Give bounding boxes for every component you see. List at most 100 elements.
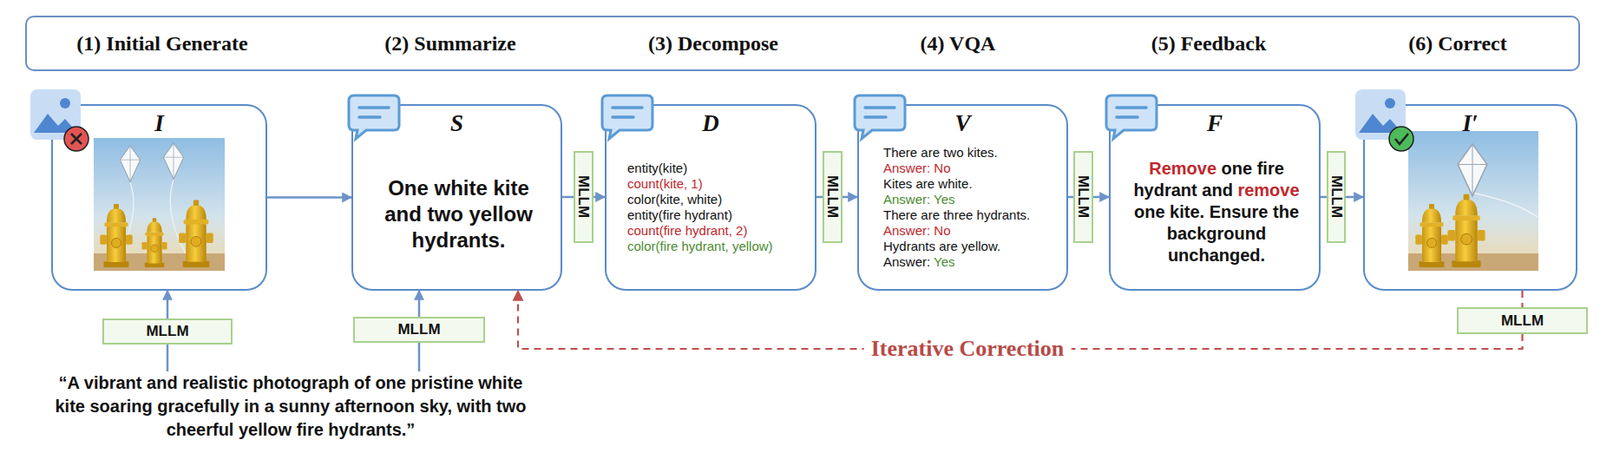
- panel-text: Kites are white.: [883, 176, 1068, 192]
- flow-arrow: [562, 196, 574, 199]
- initial-image: [93, 137, 225, 271]
- panel-text: count(kite, 1): [627, 176, 814, 192]
- check-mark: [1389, 126, 1414, 151]
- model-label: MLLM: [1328, 175, 1345, 218]
- image-icon: [1358, 113, 1403, 133]
- panel-text: One white kite and two yellow hydrants.: [370, 175, 547, 254]
- model-box: MLLM: [102, 318, 233, 345]
- image-icon: [1355, 89, 1406, 140]
- panel-text: Answer: No: [883, 160, 1068, 177]
- flow-arrow: [816, 196, 823, 199]
- initial-image: [93, 137, 225, 271]
- prompt-text: “A vibrant and realistic photograph of o…: [43, 371, 538, 442]
- summary-panel: S One white kite and two yellow hydrants.: [351, 104, 563, 291]
- chat-icon: [602, 95, 653, 139]
- check-mark: [1395, 133, 1409, 145]
- model-label: MLLM: [145, 322, 189, 341]
- corrected-image: [1408, 131, 1539, 271]
- initial-image: [99, 203, 132, 268]
- chat-icon: [348, 95, 400, 139]
- step-header: (2) Summarize: [384, 32, 516, 56]
- panel-body: entity(kite)count(kite, 1)color(kite, wh…: [627, 160, 814, 255]
- initial-image: [178, 200, 214, 268]
- model-box: MLLM: [1456, 307, 1588, 335]
- panel-text: count(fire hydrant, 2): [627, 222, 814, 239]
- chat-icon: [854, 95, 905, 139]
- error-mark: [71, 133, 82, 145]
- corrected-image: [1408, 131, 1539, 271]
- panel-text: Answer: Yes: [883, 254, 1068, 270]
- flow-arrow: [1093, 196, 1109, 199]
- flow-arrow: [1320, 196, 1327, 199]
- check-mark: [1389, 126, 1414, 151]
- model-box: MLLM: [1326, 150, 1346, 243]
- panel-symbol: I: [52, 109, 266, 138]
- panel-text: color(kite, white): [627, 191, 814, 208]
- leader-line: [418, 342, 421, 372]
- panel-body: Remove one fire hydrant and remove one k…: [1125, 157, 1308, 267]
- panel-text: Answer: Yes: [883, 191, 1068, 208]
- image-icon: [33, 113, 78, 133]
- initial-image: [119, 182, 134, 254]
- model-box: MLLM: [353, 316, 486, 343]
- panel-symbol: V: [859, 109, 1067, 138]
- step-header: (3) Decompose: [648, 32, 779, 56]
- decompose-panel: Dentity(kite)count(kite, 1)color(kite, w…: [604, 104, 817, 291]
- image-icon: [59, 98, 71, 109]
- image-icon: [30, 89, 81, 140]
- initial-image: [119, 145, 140, 182]
- initial-image: [141, 217, 167, 268]
- panel-text: There are three hydrants.: [883, 207, 1068, 223]
- corrected-image: [1457, 144, 1488, 197]
- panel-text: There are two kites.: [883, 144, 1068, 161]
- panel-text: Hydrants are yellow.: [883, 238, 1068, 255]
- model-box: MLLM: [1073, 150, 1094, 243]
- step-header: (6) Correct: [1408, 32, 1507, 56]
- initial-image: [163, 143, 184, 179]
- panel-text: Remove one fire hydrant and remove one k…: [1125, 157, 1308, 267]
- flow-arrow: [593, 196, 605, 199]
- panel-body: There are two kites.Answer: NoKites are …: [883, 144, 1068, 270]
- panel-text: color(fire hydrant, yellow): [627, 238, 814, 255]
- corrected-image: [1447, 194, 1485, 268]
- panel-body: One white kite and two yellow hydrants.: [370, 175, 547, 254]
- corrected-image: [1415, 203, 1448, 268]
- error-mark: [64, 126, 89, 151]
- correction-loop: [1521, 290, 1523, 308]
- model-label: MLLM: [397, 321, 440, 339]
- image-panel: I′: [1363, 104, 1578, 291]
- model-box: MLLM: [573, 150, 594, 243]
- model-label: MLLM: [1501, 312, 1544, 330]
- model-label: MLLM: [575, 175, 592, 218]
- flow-arrow: [1068, 196, 1074, 199]
- image-panel: I: [51, 104, 268, 291]
- model-label: MLLM: [824, 175, 841, 218]
- initial-image: [93, 253, 225, 271]
- flow-arrow: [166, 290, 170, 319]
- flow-arrow: [842, 196, 858, 199]
- step-banner: (1) Initial Generate(2) Summarize(3) Dec…: [25, 15, 1581, 72]
- vqa-panel: VThere are two kites.Answer: NoKites are…: [857, 104, 1069, 291]
- image-icon: [1355, 89, 1406, 140]
- panel-text: Answer: No: [883, 222, 1068, 239]
- error-mark: [64, 126, 89, 151]
- initial-image: [170, 179, 186, 254]
- panel-text: entity(fire hydrant): [627, 207, 814, 223]
- image-icon: [1384, 98, 1396, 109]
- panel-symbol: S: [353, 109, 561, 138]
- panel-symbol: F: [1110, 109, 1319, 138]
- leader-line: [166, 344, 170, 372]
- flow-arrow: [1345, 196, 1364, 199]
- step-header: (4) VQA: [920, 32, 997, 56]
- flow-arrow: [418, 290, 421, 317]
- model-box: MLLM: [822, 150, 843, 243]
- corrected-image: [1408, 253, 1539, 271]
- panel-symbol: I′: [1364, 109, 1576, 138]
- flow-arrow: [267, 196, 352, 199]
- step-header: (5) Feedback: [1151, 32, 1267, 56]
- panel-text: entity(kite): [627, 160, 814, 177]
- image-icon: [30, 89, 81, 140]
- edge-label: Iterative Correction: [864, 335, 1072, 362]
